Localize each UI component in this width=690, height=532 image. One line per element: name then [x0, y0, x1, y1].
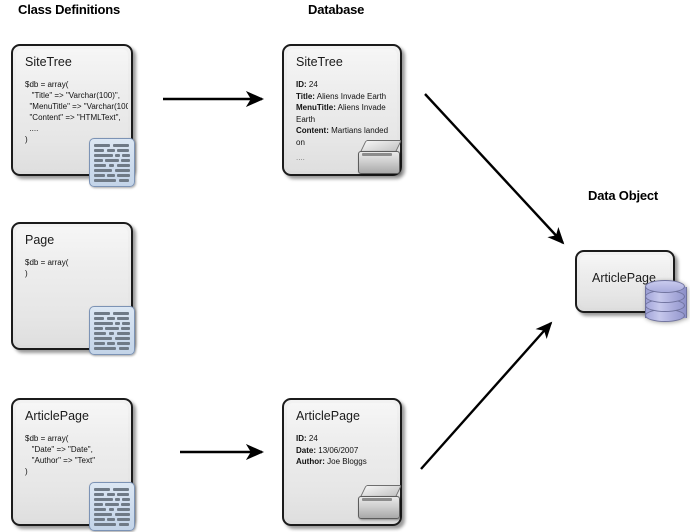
document-icon	[89, 138, 135, 187]
db-field-value: Martians landed on	[296, 126, 389, 147]
document-icon-lines	[94, 144, 131, 182]
document-icon-lines	[94, 312, 131, 350]
hard-drive-icon-front	[358, 496, 400, 519]
db-field-key: ID:	[296, 434, 307, 443]
class-box-articlepage-title: ArticlePage	[25, 409, 89, 423]
hard-drive-icon	[358, 485, 404, 521]
database-cylinder-icon	[645, 280, 687, 324]
database-cylinder-shadow	[645, 280, 687, 324]
db-field-key: Author:	[296, 457, 325, 466]
hard-drive-icon	[358, 140, 404, 176]
arrow-db-articlepage-to-dataobject	[420, 321, 553, 470]
db-field-key: Content:	[296, 126, 329, 135]
data-object-box-title: ArticlePage	[592, 271, 656, 285]
db-field-row: ID: 24	[296, 79, 393, 91]
db-record-sitetree-fields: ID: 24 Title: Aliens Invade Earth MenuTi…	[296, 79, 393, 164]
db-field-value: Aliens Invade Earth	[314, 91, 387, 101]
db-field-row: ID: 24	[296, 433, 393, 445]
database-cylinder-disc-top	[645, 280, 685, 293]
heading-data-object: Data Object	[588, 188, 659, 203]
db-field-key: MenuTitle:	[296, 103, 336, 112]
db-field-value: Joe Bloggs	[324, 457, 367, 466]
document-icon-lines	[94, 488, 131, 526]
document-icon	[89, 306, 135, 355]
class-box-articlepage-code: $db = array( "Date" => "Date", "Author" …	[25, 434, 96, 476]
class-box-sitetree-title: SiteTree	[25, 55, 72, 69]
db-field-row: MenuTitle: Aliens Invade Earth	[296, 102, 393, 125]
db-field-row: Content: Martians landed on	[296, 125, 393, 148]
class-box-articlepage-inner: ArticlePage $db = array( "Date" => "Date…	[16, 403, 128, 521]
class-box-page-title: Page	[25, 233, 55, 247]
db-record-sitetree-title: SiteTree	[296, 55, 343, 69]
class-box-articlepage[interactable]: ArticlePage $db = array( "Date" => "Date…	[11, 398, 133, 526]
db-field-row: Title: Aliens Invade Earth	[296, 91, 393, 103]
hard-drive-icon-front	[358, 151, 400, 174]
heading-class-definitions: Class Definitions	[18, 2, 121, 17]
db-field-value: 24	[306, 434, 318, 443]
arrow-db-sitetree-to-dataobject	[424, 93, 565, 245]
db-field-key: ID:	[296, 80, 307, 89]
db-record-articlepage-fields: ID: 24 Date: 13/06/2007 Author: Joe Blog…	[296, 433, 393, 468]
db-field-key: Title:	[296, 91, 315, 101]
db-record-articlepage-title: ArticlePage	[296, 409, 360, 423]
heading-database: Database	[308, 2, 365, 17]
db-field-value: 13/06/2007	[316, 445, 359, 455]
db-field-key: Date:	[296, 445, 317, 455]
db-field-value: 24	[306, 80, 318, 89]
class-box-sitetree-code: $db = array( "Title" => "Varchar(100)", …	[25, 80, 128, 144]
db-field-value: ....	[296, 153, 305, 162]
db-field-row: Date: 13/06/2007	[296, 445, 393, 457]
db-field-value: Aliens Invade Earth	[296, 103, 386, 124]
document-icon	[89, 482, 135, 531]
class-box-page-code: $db = array( )	[25, 258, 69, 278]
hard-drive-icon-slot	[362, 153, 392, 156]
db-field-row: ....	[296, 152, 393, 164]
db-field-row: Author: Joe Bloggs	[296, 456, 393, 468]
hard-drive-icon-slot	[362, 498, 392, 501]
